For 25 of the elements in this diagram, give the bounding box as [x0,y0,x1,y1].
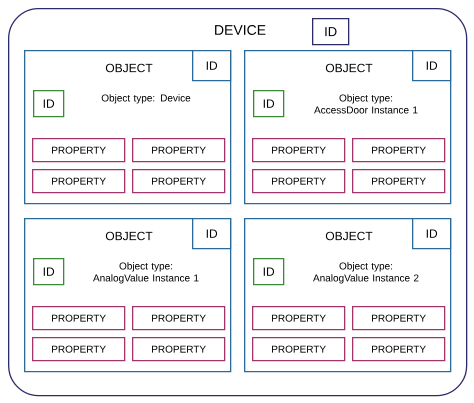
property-box: PROPERTY [132,306,226,330]
property-box: PROPERTY [132,138,226,162]
id-box: ID [412,50,452,82]
property-box: PROPERTY [352,168,446,194]
property-box: PROPERTY [252,336,346,362]
property-box: PROPERTY [32,138,126,162]
property-box: PROPERTY [32,336,126,362]
id-box: ID [253,90,284,118]
property-box: PROPERTY [352,306,446,330]
id-box: ID [253,258,284,286]
id-box: ID [33,258,64,286]
property-box: PROPERTY [32,306,126,330]
property-box: PROPERTY [252,138,346,162]
property-box: PROPERTY [32,168,126,194]
id-box: ID [412,218,452,250]
property-box: PROPERTY [352,336,446,362]
id-box: ID [33,90,64,118]
property-box: PROPERTY [132,168,226,194]
property-box: PROPERTY [132,336,226,362]
id-box: ID [312,18,350,46]
property-box: PROPERTY [352,138,446,162]
id-box: ID [192,218,232,250]
property-box: PROPERTY [252,168,346,194]
property-box: PROPERTY [252,306,346,330]
id-box: ID [192,50,232,82]
